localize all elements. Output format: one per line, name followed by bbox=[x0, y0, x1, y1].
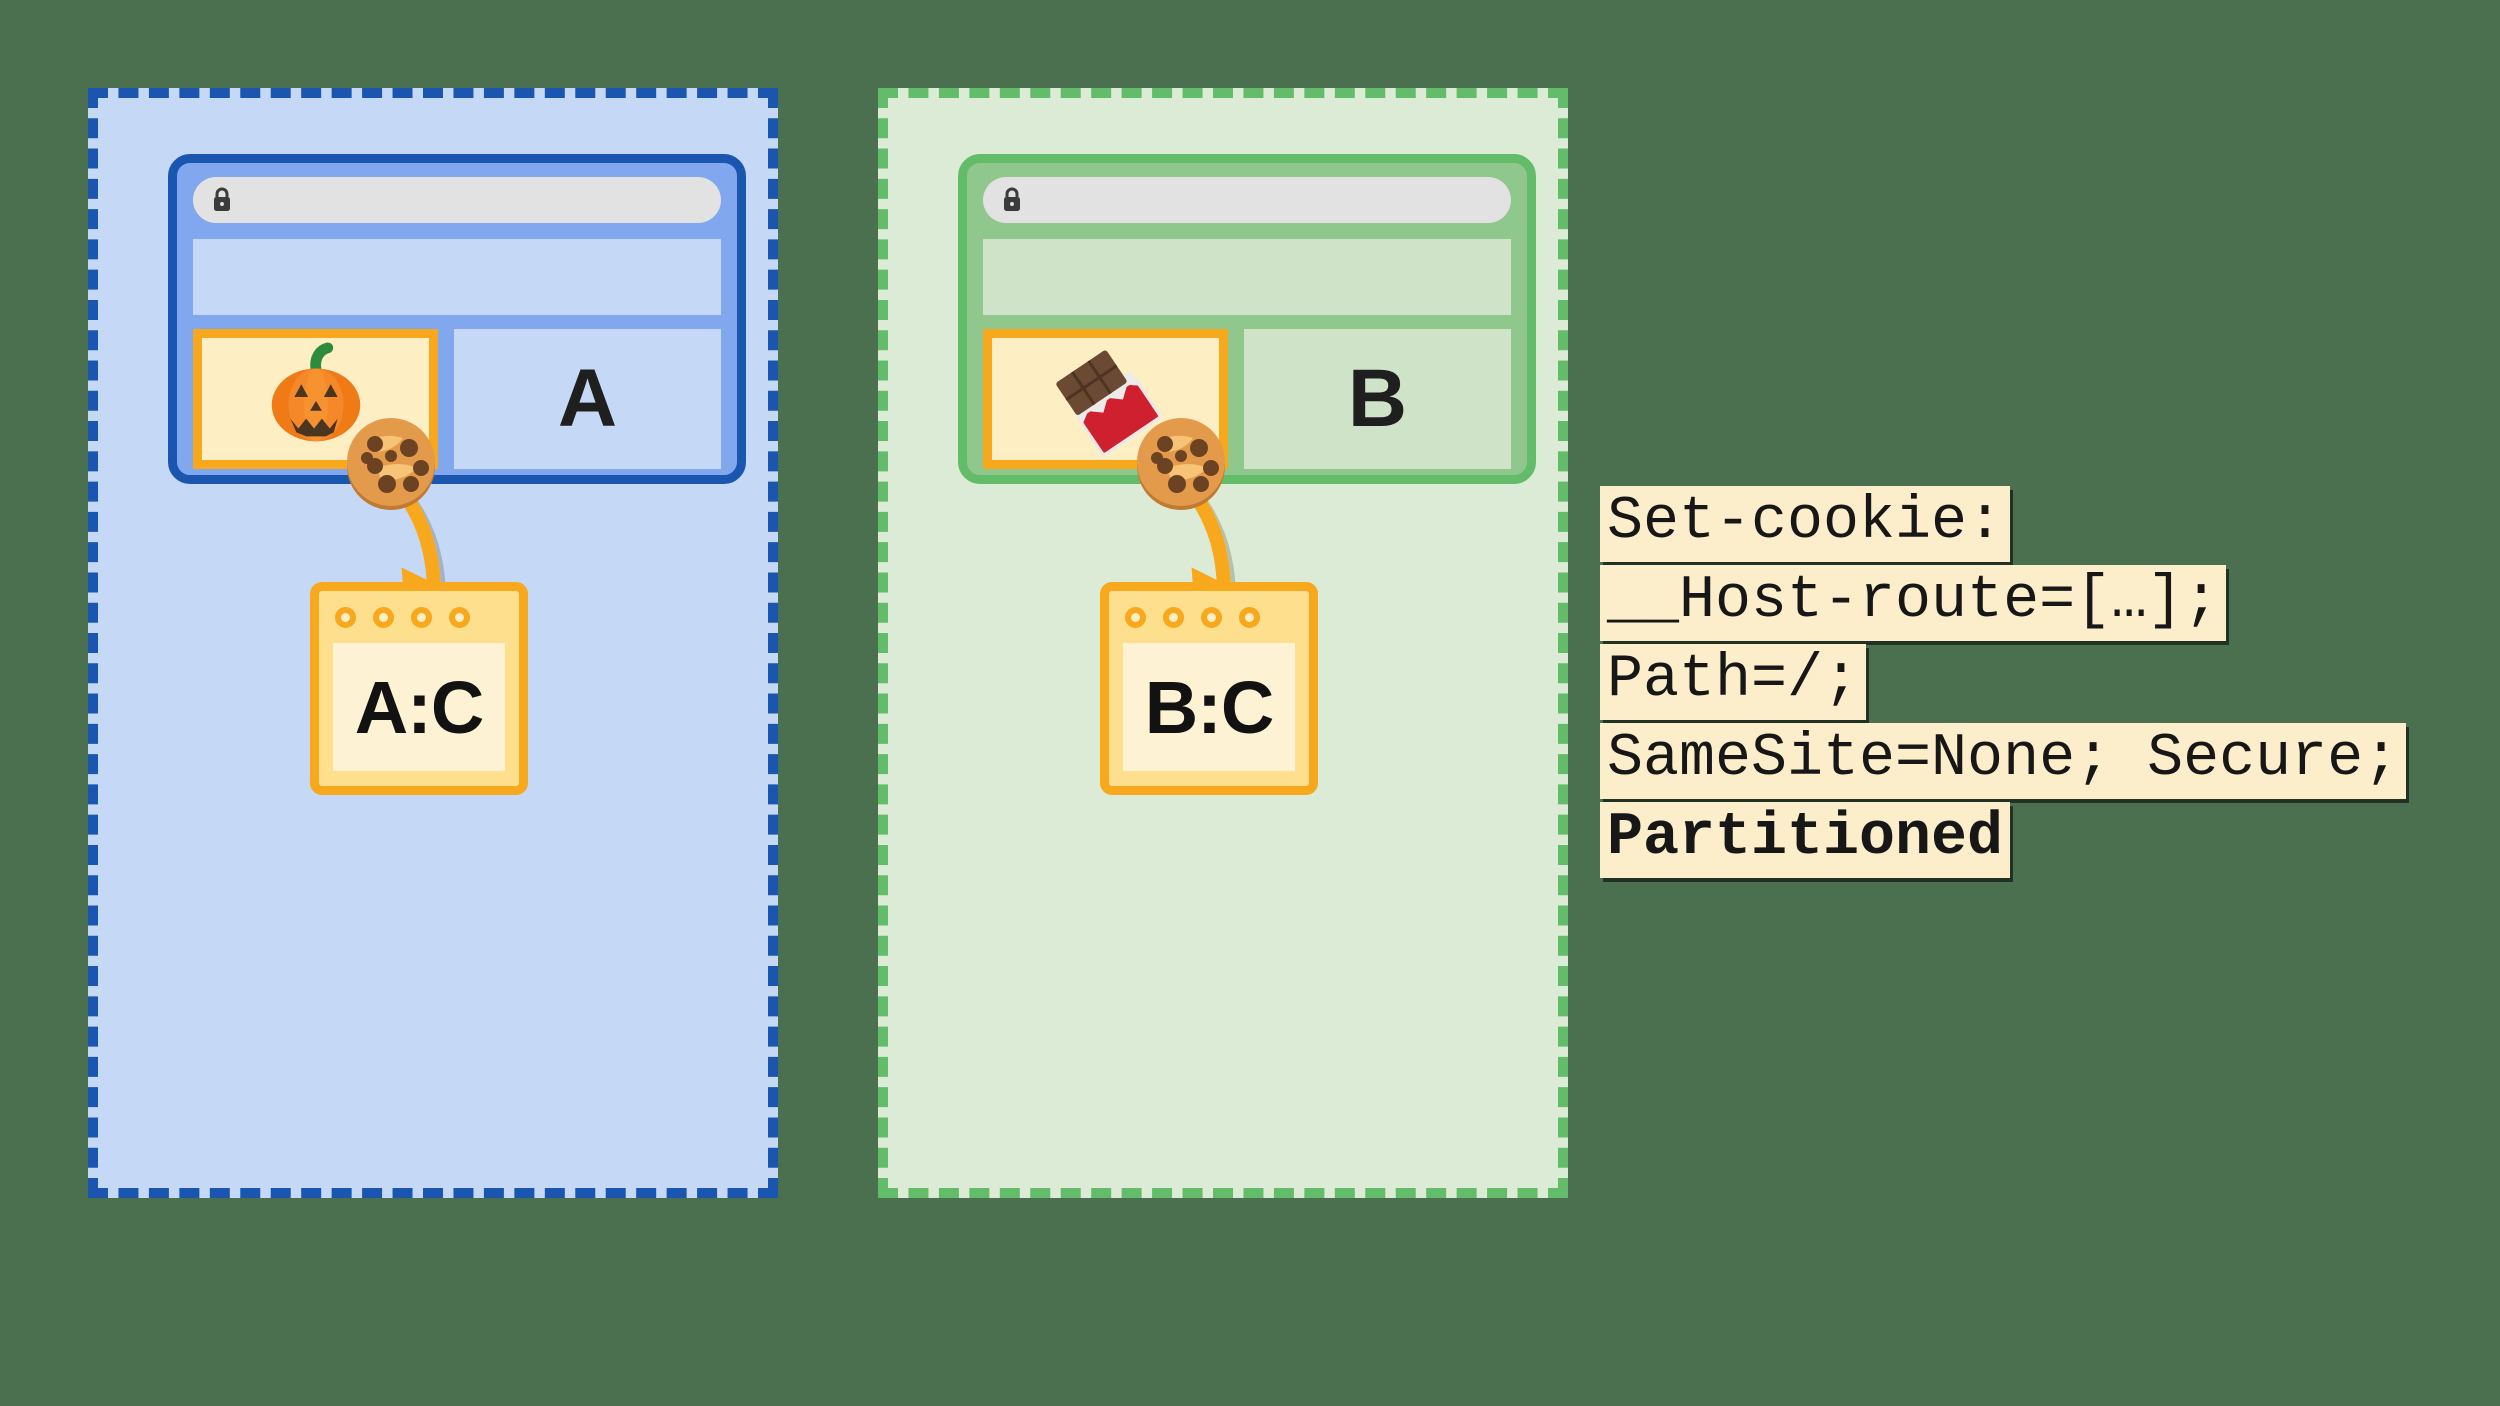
storage-key-label-a: A:C bbox=[333, 643, 505, 771]
browser-window-a[interactable]: A bbox=[168, 154, 746, 484]
set-cookie-line: Path=/; bbox=[1600, 644, 1867, 720]
address-bar-b[interactable] bbox=[983, 177, 1511, 223]
storage-dot bbox=[373, 606, 394, 628]
set-cookie-line: __Host-route=[…]; bbox=[1600, 565, 2227, 641]
page-panes-b: B bbox=[983, 329, 1511, 469]
site-letter-a: A bbox=[454, 329, 721, 469]
address-bar-a[interactable] bbox=[193, 177, 721, 223]
page-content-row-b bbox=[983, 239, 1511, 315]
partition-b: B bbox=[878, 88, 1568, 1198]
lock-icon bbox=[211, 187, 233, 213]
lock-icon bbox=[1001, 187, 1023, 213]
cookie-storage-a[interactable]: A:C bbox=[310, 582, 528, 795]
storage-dot bbox=[1201, 606, 1222, 628]
cookie-emoji-b bbox=[1127, 410, 1235, 518]
storage-dot bbox=[449, 606, 470, 628]
storage-dot bbox=[411, 606, 432, 628]
lock-icon-glyph bbox=[214, 187, 230, 211]
lock-icon-glyph bbox=[1004, 187, 1020, 211]
jack-o-lantern-emoji bbox=[202, 338, 429, 460]
set-cookie-line: SameSite=None; Secure; bbox=[1600, 723, 2407, 799]
storage-dots-b bbox=[1109, 591, 1309, 643]
cookie-emoji-a bbox=[337, 410, 445, 518]
browser-window-b[interactable]: B bbox=[958, 154, 1536, 484]
partition-a: A bbox=[88, 88, 778, 1198]
embedded-iframe-a[interactable] bbox=[193, 329, 438, 469]
set-cookie-header-block: Set-cookie:__Host-route=[…];Path=/;SameS… bbox=[1600, 486, 2407, 881]
page-panes-a: A bbox=[193, 329, 721, 469]
storage-dot bbox=[335, 606, 356, 628]
storage-key-label-b: B:C bbox=[1123, 643, 1295, 771]
site-letter-b: B bbox=[1244, 329, 1511, 469]
set-cookie-line: Partitioned bbox=[1600, 802, 2011, 878]
storage-dots-a bbox=[319, 591, 519, 643]
storage-dot bbox=[1125, 606, 1146, 628]
set-cookie-line: Set-cookie: bbox=[1600, 486, 2011, 562]
page-content-row-a bbox=[193, 239, 721, 315]
chocolate-bar-emoji bbox=[992, 338, 1219, 460]
storage-dot bbox=[1163, 606, 1184, 628]
embedded-iframe-b[interactable] bbox=[983, 329, 1228, 469]
cookie-storage-b[interactable]: B:C bbox=[1100, 582, 1318, 795]
storage-dot bbox=[1239, 606, 1260, 628]
